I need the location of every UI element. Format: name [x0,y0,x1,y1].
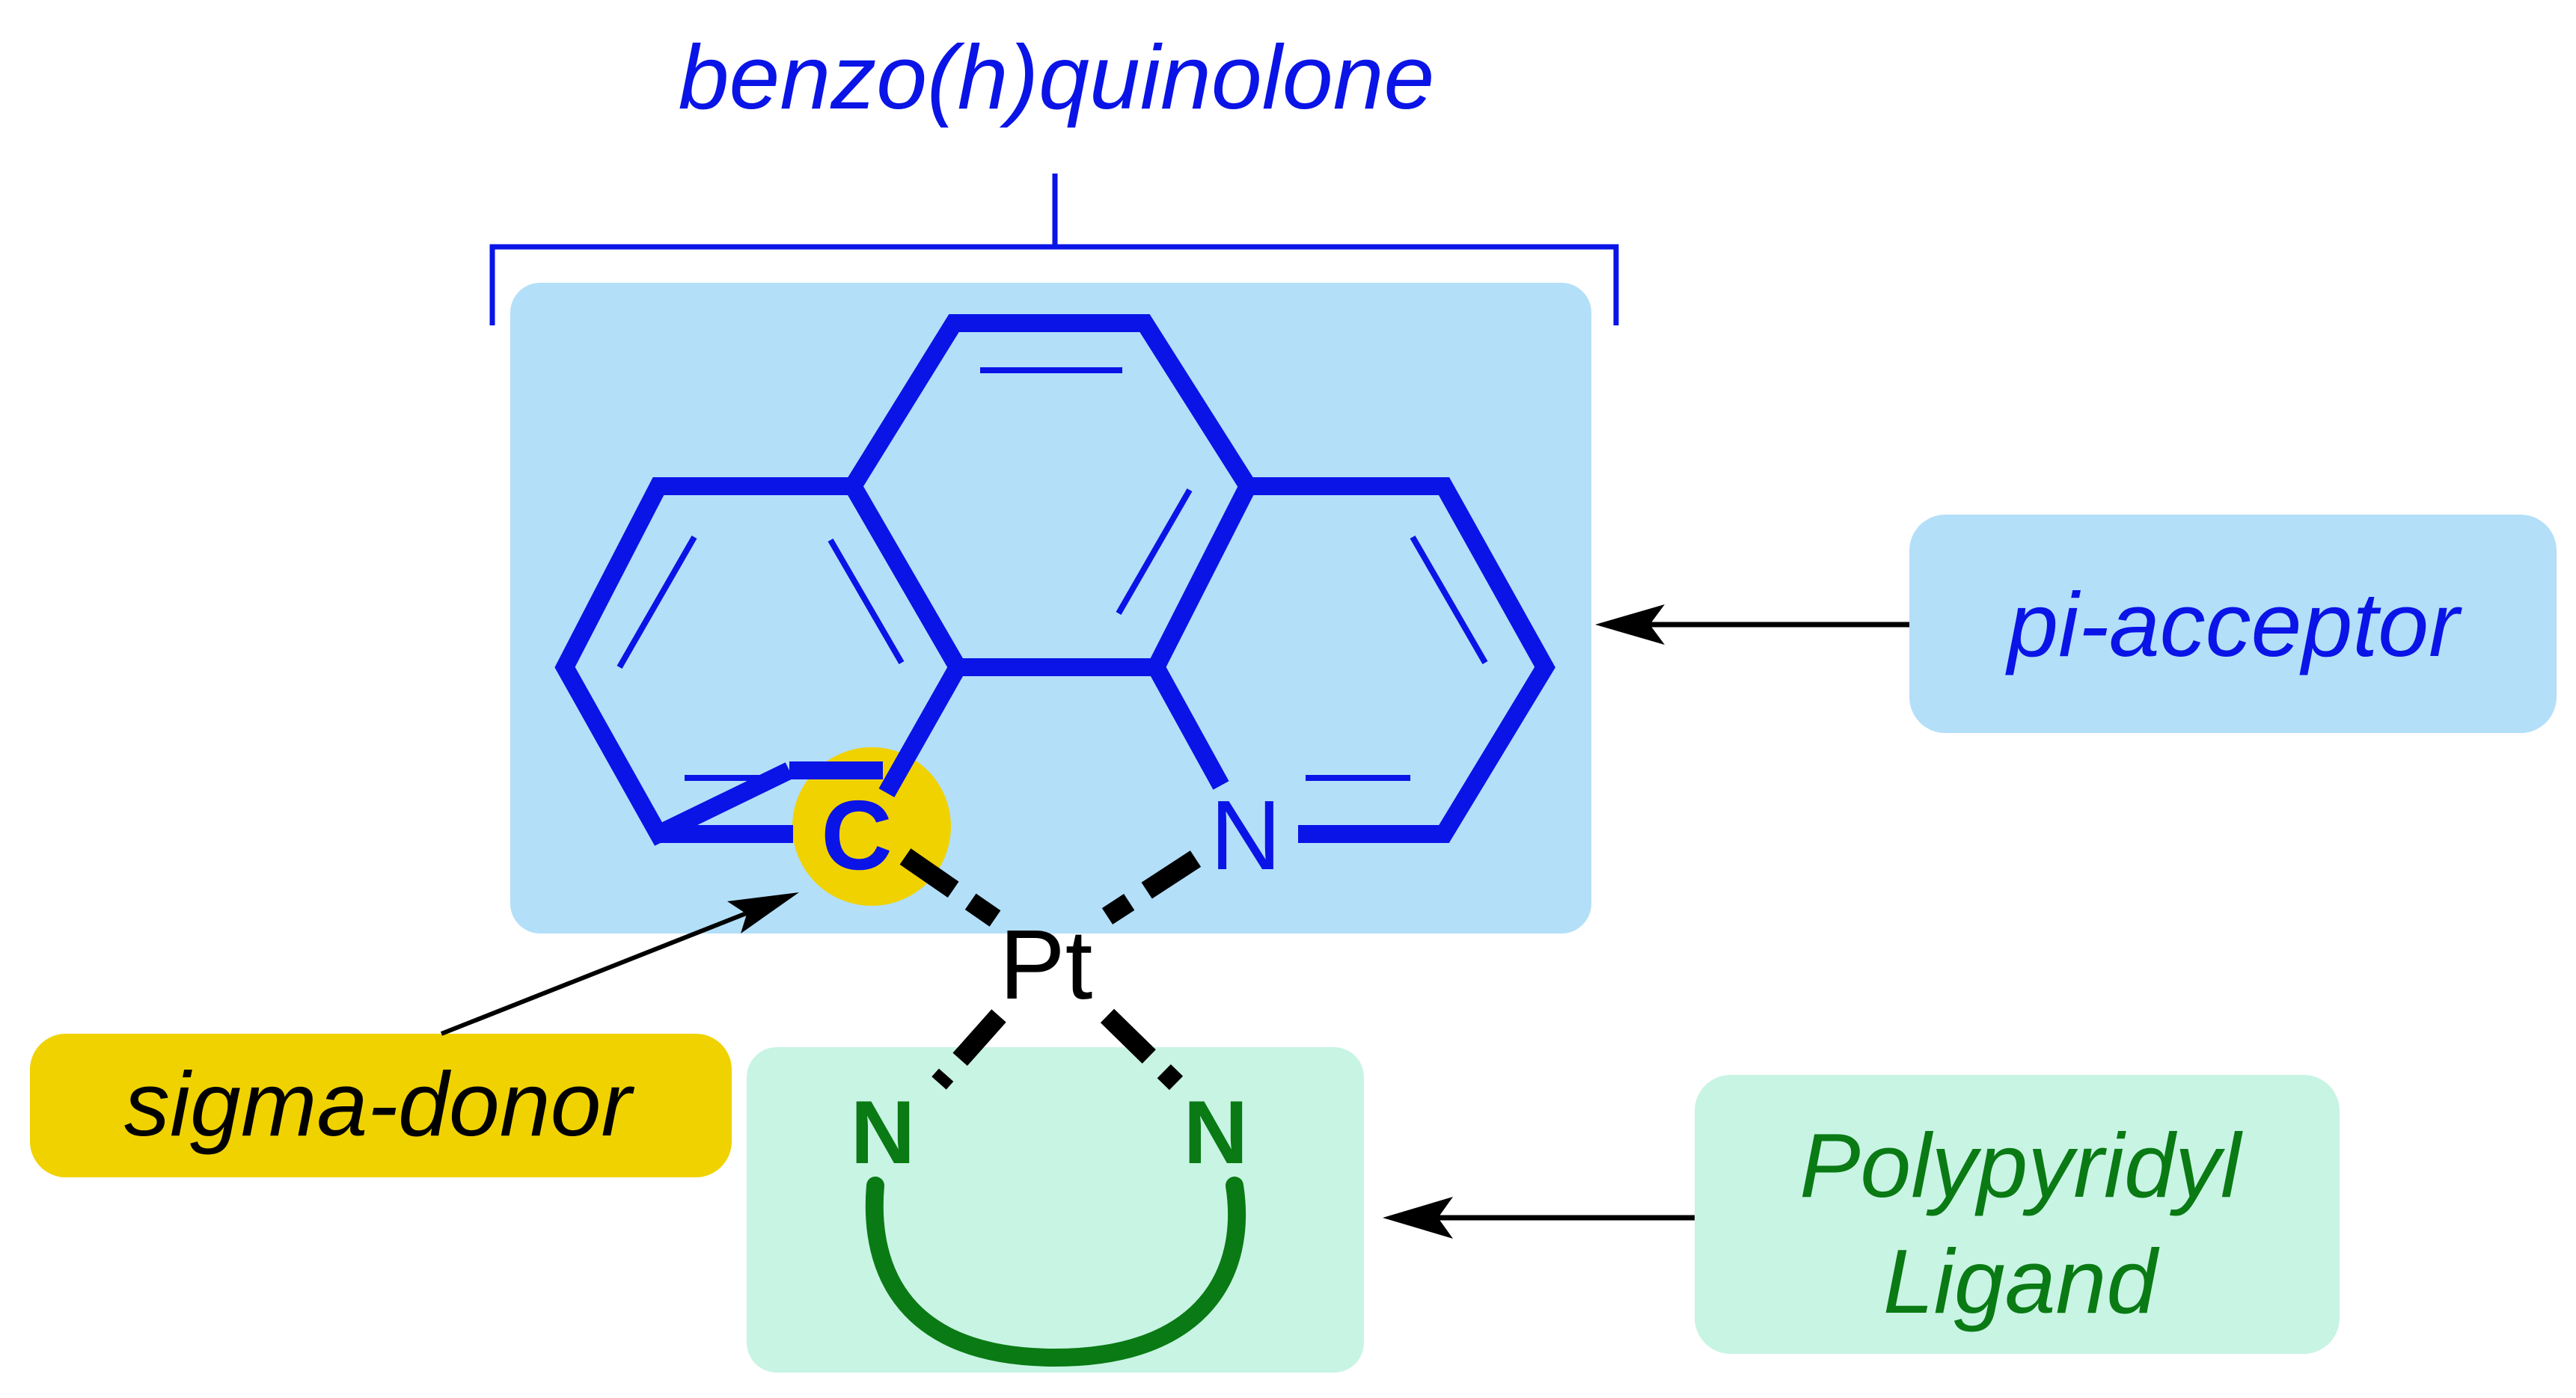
double-bonds [617,367,1488,781]
title-label: benzo(h)quinolone [679,26,1435,128]
polypyridyl-box [747,1047,1364,1373]
carbon-atom: C [821,780,892,890]
sigma-donor-box [30,1034,732,1177]
nitrogen-atom-bhq: N [1210,780,1281,890]
nitrogen-atom-right: N [1184,1082,1249,1183]
pi-acceptor-label: pi-acceptor [2004,574,2462,675]
coordination-bonds [899,848,1202,1091]
polypyridyl-arc [865,1177,1246,1367]
arrows [440,604,1909,1239]
pi-acceptor-box [1909,515,2557,733]
benzoquinolone-skeleton [554,314,1555,846]
bracket [489,174,1619,325]
polypyridyl-label-line1: Polypyridyl [1799,1115,2243,1216]
polypyridyl-label-box [1695,1075,2340,1354]
polypyridyl-label-line2: Ligand [1883,1230,2161,1332]
nitrogen-atom-left: N [851,1082,916,1183]
sigma-donor-label: sigma-donor [124,1053,634,1155]
platinum-atom: Pt [1000,910,1093,1020]
